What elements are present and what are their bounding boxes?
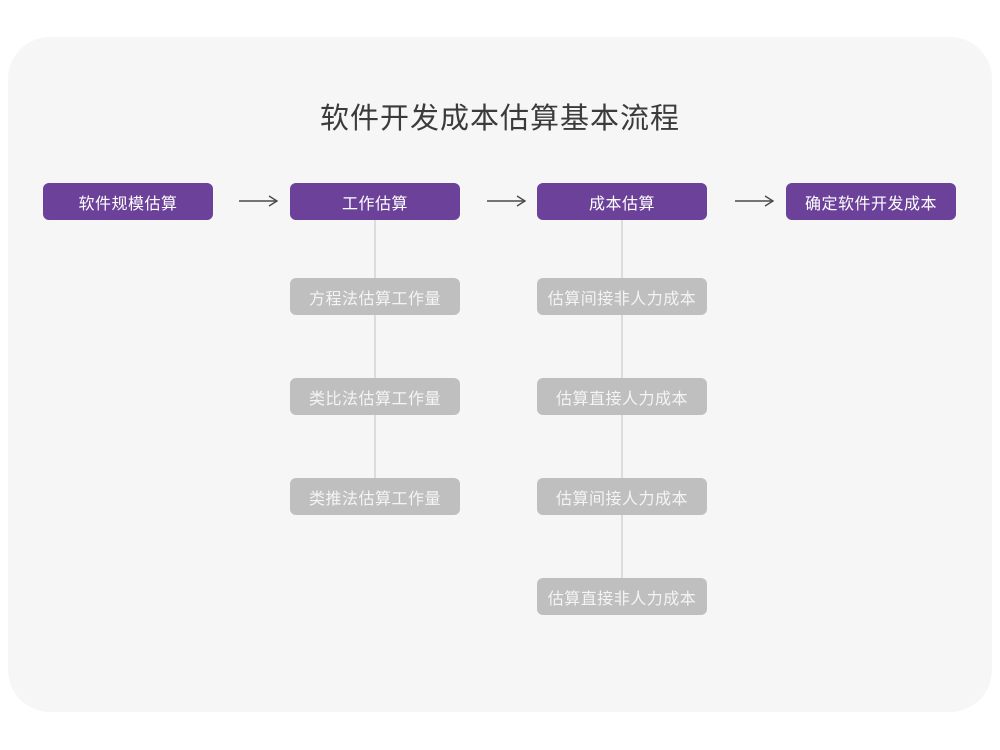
arrow-right-icon [735, 195, 775, 207]
connector-line-work-estimation [374, 220, 376, 500]
cost-method-label: 估算间接人力成本 [555, 490, 688, 508]
work-method-label: 类比法估算工作量 [308, 390, 441, 408]
flow-step-label: 成本估算 [588, 195, 655, 213]
cost-method-direct-nonlabor: 估算直接非人力成本 [537, 578, 707, 615]
cost-method-label: 估算直接人力成本 [555, 390, 688, 408]
diagram-card: 软件开发成本估算基本流程 软件规模估算 工作估算 成本估算 确定软件开发成本 方… [8, 37, 992, 712]
cost-method-indirect-labor: 估算间接人力成本 [537, 478, 707, 515]
arrow-right-icon [239, 195, 279, 207]
flow-step-label: 确定软件开发成本 [804, 195, 937, 213]
flow-step-work-estimation: 工作估算 [290, 183, 460, 220]
work-method-label: 方程法估算工作量 [308, 290, 441, 308]
flow-step-label: 软件规模估算 [78, 195, 178, 213]
flow-step-cost-estimation: 成本估算 [537, 183, 707, 220]
diagram-title: 软件开发成本估算基本流程 [319, 103, 680, 135]
flow-step-determine-development-cost: 确定软件开发成本 [786, 183, 956, 220]
cost-method-label: 估算间接非人力成本 [547, 290, 697, 308]
cost-method-label: 估算直接非人力成本 [547, 590, 697, 608]
work-method-extrapolation: 类推法估算工作量 [290, 478, 460, 515]
work-method-equation: 方程法估算工作量 [290, 278, 460, 315]
flow-step-software-size-estimation: 软件规模估算 [43, 183, 213, 220]
work-method-label: 类推法估算工作量 [308, 490, 441, 508]
cost-method-direct-labor: 估算直接人力成本 [537, 378, 707, 415]
cost-method-indirect-nonlabor: 估算间接非人力成本 [537, 278, 707, 315]
arrow-right-icon [487, 195, 527, 207]
flow-step-label: 工作估算 [341, 195, 408, 213]
work-method-analogy: 类比法估算工作量 [290, 378, 460, 415]
